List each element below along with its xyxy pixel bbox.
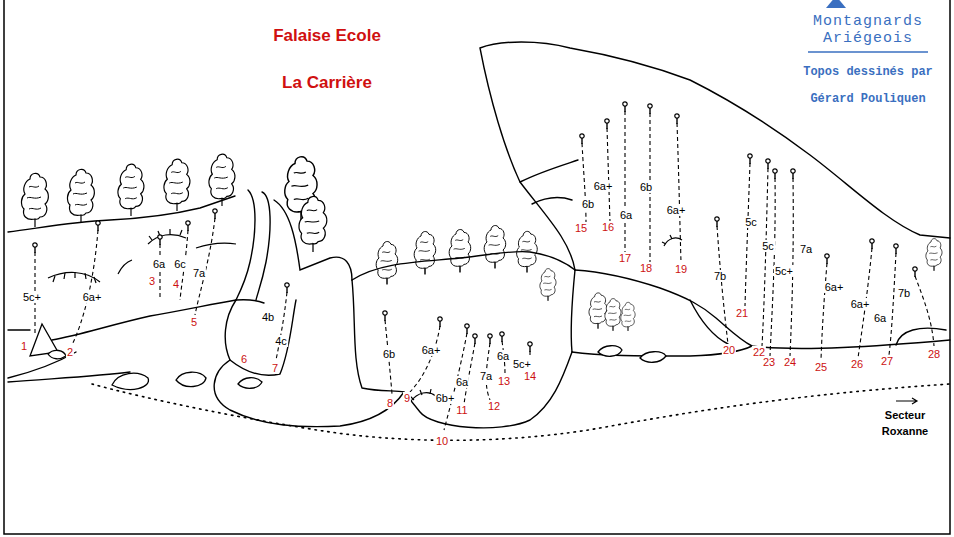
grade: 5c+ xyxy=(512,358,532,370)
grade: 6a+ xyxy=(82,291,103,303)
route-number: 26 xyxy=(850,358,864,370)
route-number: 27 xyxy=(880,355,894,367)
route-number: 14 xyxy=(523,370,537,382)
grade: 7a xyxy=(479,370,493,382)
grade: 7a xyxy=(799,243,813,255)
route-number: 25 xyxy=(814,361,828,373)
route-number: 6 xyxy=(240,353,248,365)
route-number: 17 xyxy=(618,252,632,264)
grade: 6a xyxy=(496,350,510,362)
route-number: 24 xyxy=(783,356,797,368)
route-number: 28 xyxy=(927,348,941,360)
author-credit: Topos dessinés par xyxy=(803,66,933,79)
route-number: 10 xyxy=(435,435,449,447)
grade: 5c xyxy=(744,216,758,228)
route-number: 16 xyxy=(601,221,615,233)
grade: 4c xyxy=(274,335,288,347)
grade: 6c xyxy=(173,258,187,270)
heading: La Carrière xyxy=(282,74,372,93)
route-number: 23 xyxy=(762,356,776,368)
author-credit: Gérard Pouliquen xyxy=(810,93,925,106)
grade: 6a+ xyxy=(593,180,614,192)
route-number: 5 xyxy=(190,316,198,328)
grade: 5c+ xyxy=(22,291,42,303)
route-number: 19 xyxy=(674,263,688,275)
route-number: 15 xyxy=(574,222,588,234)
sector-link: Roxanne xyxy=(881,425,929,437)
club-name: Ariégeois xyxy=(823,31,913,48)
route-number: 13 xyxy=(497,375,511,387)
grade: 7b xyxy=(713,270,727,282)
grade: 6b xyxy=(382,348,396,360)
grade: 6b xyxy=(581,198,595,210)
route-number: 4 xyxy=(172,278,180,290)
grade: 6a+ xyxy=(824,281,845,293)
route-number: 7 xyxy=(271,362,279,374)
route-number: 21 xyxy=(735,307,749,319)
grade: 6a xyxy=(619,209,633,221)
route-number: 3 xyxy=(148,275,156,287)
route-number: 18 xyxy=(639,262,653,274)
route-number: 2 xyxy=(66,346,74,358)
club-name: Montagnards xyxy=(813,14,923,31)
grade: 6a xyxy=(152,258,166,270)
grade: 7b xyxy=(897,287,911,299)
route-number: 9 xyxy=(403,392,411,404)
grade: 6a+ xyxy=(850,298,871,310)
title: Falaise Ecole xyxy=(273,27,381,46)
grade: 6a+ xyxy=(666,204,687,216)
grade: 5c+ xyxy=(774,265,794,277)
grade: 6b xyxy=(639,181,653,193)
grade: 6a xyxy=(873,312,887,324)
route-number: 20 xyxy=(722,344,736,356)
grade: 5c xyxy=(761,240,775,252)
route-number: 1 xyxy=(20,340,28,352)
grade: 7a xyxy=(192,267,206,279)
route-number: 11 xyxy=(455,404,468,416)
grade: 6b+ xyxy=(435,392,456,404)
grade: 4b xyxy=(261,311,275,323)
grade: 6a+ xyxy=(421,344,442,356)
route-number: 8 xyxy=(386,397,394,409)
route-number: 12 xyxy=(487,400,501,412)
sector-link: Secteur xyxy=(884,409,926,421)
grade: 6a xyxy=(455,376,469,388)
